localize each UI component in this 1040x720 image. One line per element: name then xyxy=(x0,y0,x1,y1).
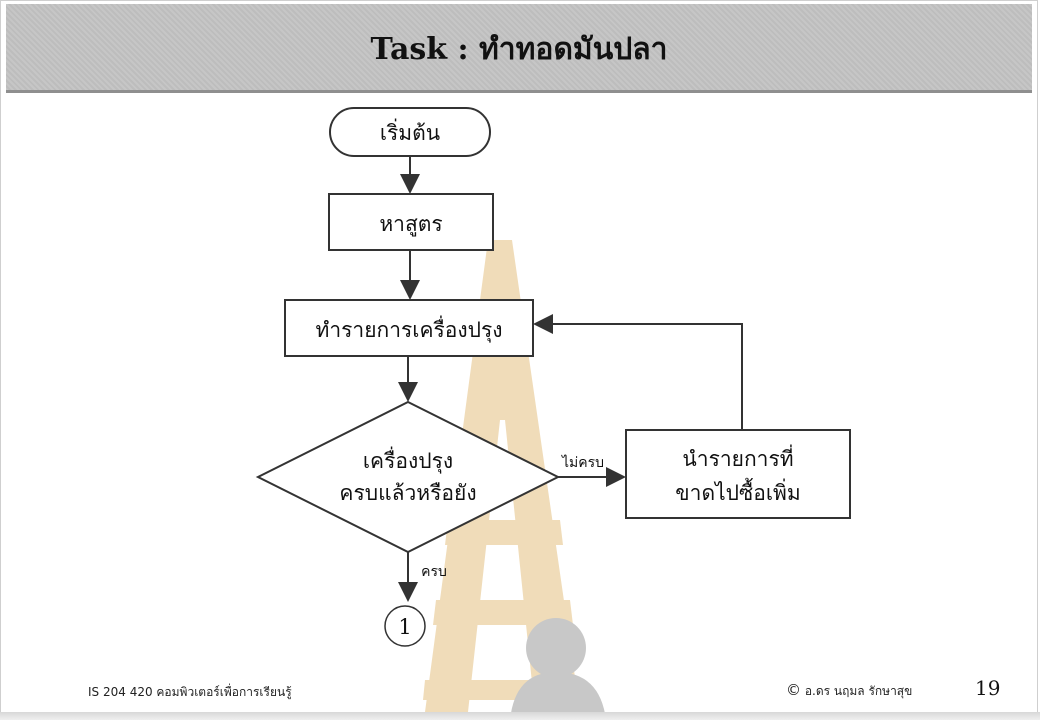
watermark-figure-body xyxy=(510,672,606,720)
decision-label-line2: ครบแล้วหรือยัง xyxy=(339,481,476,505)
process-buy-missing-line1: นำรายการที่ xyxy=(682,444,793,471)
page-connector xyxy=(384,605,426,647)
process-buy-missing xyxy=(625,429,851,519)
no-branch-label: ไม่ครบ xyxy=(561,454,604,471)
watermark-figure-head xyxy=(526,618,586,678)
page-connector-label: 1 xyxy=(398,615,411,639)
process-list-ingredients-label: ทำรายการเครื่องปรุง xyxy=(315,315,502,343)
arrow-loop-back-to-step2 xyxy=(533,314,743,430)
decision-diamond xyxy=(255,400,561,554)
watermark-crossbar xyxy=(433,600,573,625)
yes-branch-label: ครบ xyxy=(421,564,447,580)
watermark-tower-shape xyxy=(425,240,580,712)
author-footer: © อ.ดร นฤมล รักษาสุข xyxy=(786,681,912,701)
process-find-recipe-label: หาสูตร xyxy=(379,212,442,237)
bottom-strip xyxy=(0,712,1040,720)
copyright-icon: © xyxy=(786,681,801,699)
slide-title: Task : ทำทอดมันปลา xyxy=(370,32,668,67)
watermark-crossbar xyxy=(445,520,563,545)
author-name: อ.ดร นฤมล รักษาสุข xyxy=(804,684,913,698)
process-buy-missing-line2: ขาดไปซื้อเพิ่ม xyxy=(675,478,800,505)
start-label: เริ่มต้น xyxy=(380,118,440,145)
page-number: 19 xyxy=(975,676,1001,700)
title-band: Task : ทำทอดมันปลา xyxy=(6,4,1032,93)
decision-label-line1: เครื่องปรุง xyxy=(363,446,453,474)
course-footer: IS 204 420 คอมพิวเตอร์เพื่อการเรียนรู้ xyxy=(88,685,292,699)
